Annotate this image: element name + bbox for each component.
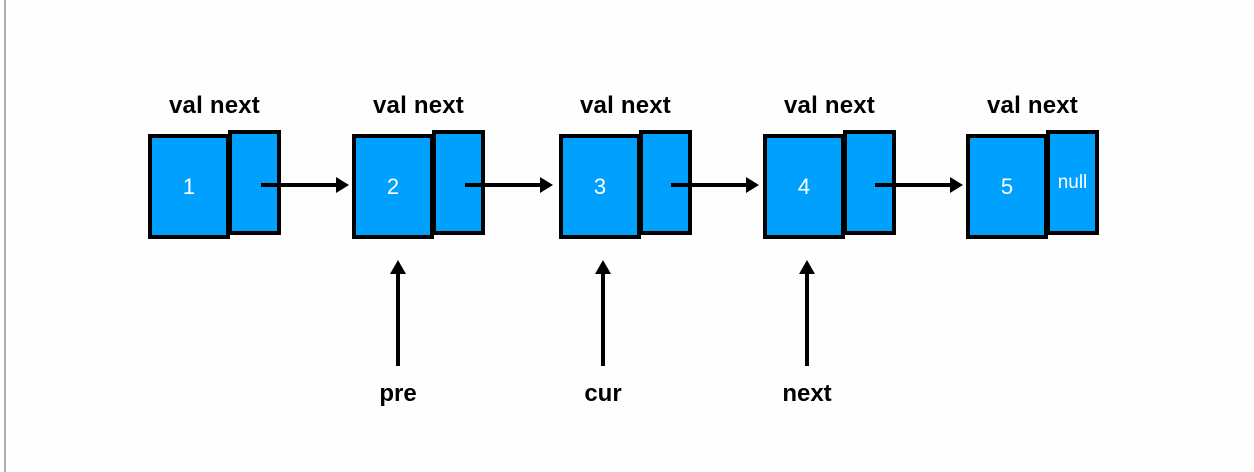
link-arrow-3-to-4: [671, 183, 756, 187]
node-caption-1: val next: [169, 92, 260, 119]
node-val-text-2: 2: [386, 173, 400, 199]
pointer-next-shaft: [805, 270, 809, 366]
list-node-2: val next 2: [352, 92, 485, 247]
pointer-next: next: [777, 260, 837, 415]
node-val-cell-1: 1: [148, 134, 230, 239]
node-caption-2: val next: [373, 92, 464, 119]
left-edge-rule: [4, 0, 6, 472]
pointer-pre-arrowhead-icon: [390, 260, 406, 274]
link-arrow-4-to-5: [875, 183, 960, 187]
link-arrow-1-to-2: [261, 183, 346, 187]
list-node-1: val next 1: [148, 92, 281, 247]
node-val-cell-4: 4: [763, 134, 845, 239]
list-node-4: val next 4: [763, 92, 896, 247]
node-caption-5: val next: [987, 92, 1078, 119]
node-val-text-1: 1: [182, 173, 196, 199]
node-next-null-text-5: null: [1057, 171, 1088, 193]
link-arrow-2-to-3: [465, 183, 550, 187]
node-val-cell-3: 3: [559, 134, 641, 239]
node-val-text-5: 5: [1000, 173, 1014, 199]
node-caption-4: val next: [784, 92, 875, 119]
node-val-text-3: 3: [593, 173, 607, 199]
node-val-text-4: 4: [797, 173, 811, 199]
pointer-pre: pre: [368, 260, 428, 415]
pointer-cur-arrowhead-icon: [595, 260, 611, 274]
pointer-next-label: next: [782, 380, 832, 407]
node-caption-3: val next: [580, 92, 671, 119]
node-val-cell-5: 5: [966, 134, 1048, 239]
list-node-5: val next 5 null: [966, 92, 1099, 247]
pointer-next-arrowhead-icon: [799, 260, 815, 274]
list-node-3: val next 3: [559, 92, 692, 247]
pointer-pre-shaft: [396, 270, 400, 366]
pointer-pre-label: pre: [379, 380, 417, 407]
pointer-cur-label: cur: [584, 380, 622, 407]
pointer-cur-shaft: [601, 270, 605, 366]
pointer-cur: cur: [573, 260, 633, 415]
node-val-cell-2: 2: [352, 134, 434, 239]
node-next-cell-5: null: [1046, 130, 1099, 235]
